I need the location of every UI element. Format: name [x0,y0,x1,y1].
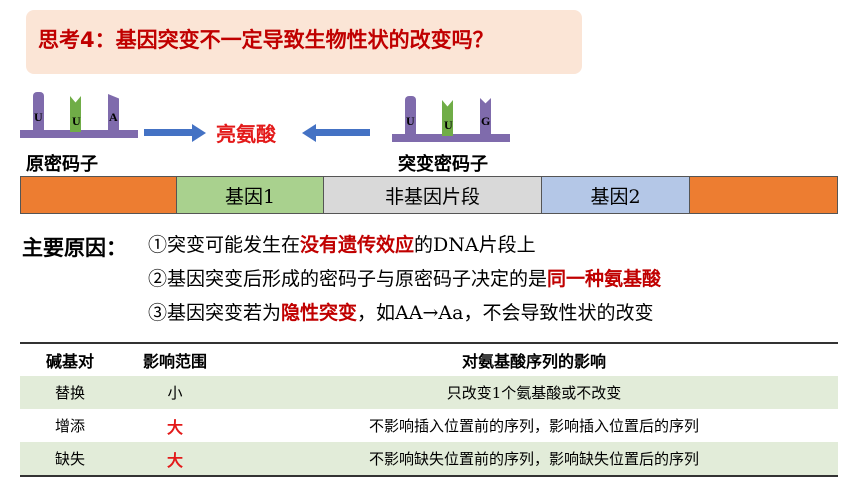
dna-segment-flank-right [689,176,838,214]
tooth-2 [442,100,453,136]
dna-segment-flank-left [20,176,177,214]
table-row: 增添 大 不影响插入位置前的序列，影响插入位置后的序列 [20,409,838,442]
table-row: 替换 小 只改变1个氨基酸或不改变 [20,376,838,409]
reasons-heading: 主要原因： [22,236,127,260]
left-arrow-icon [302,124,316,142]
comb-base [392,134,510,142]
header-cell: 影响范围 [142,352,207,371]
question-title: 思考4：基因突变不一定导致生物性状的改变吗？ [38,28,494,52]
effect-range: 大 [166,417,183,437]
reason-highlight: 隐性突变 [281,302,358,324]
effect-range: 大 [166,450,183,470]
mutation-type: 缺失 [54,450,85,468]
amino-acid-label: 亮氨酸 [216,122,276,146]
dna-segment-noncoding: 非基因片段 [323,176,542,214]
base-letter: U [72,114,81,128]
table-header-row: 碱基对 影响范围 对氨基酸序列的影响 [20,342,838,378]
reason-2: ②基因突变后形成的密码子与原密码子决定的是同一种氨基酸 [148,264,661,291]
tooth-3 [480,98,491,136]
base-letter: U [34,110,43,124]
tooth-1 [33,92,44,132]
sequence-effect: 不影响缺失位置前的序列，影响缺失位置后的序列 [368,450,699,468]
reason-text: ③基因突变若为 [148,302,282,324]
effect-range: 小 [167,384,183,402]
mutation-type: 增添 [54,417,85,435]
base-letter: A [109,110,118,124]
right-arrow-icon [192,124,206,142]
dna-segment-gene2: 基因2 [541,176,690,214]
dna-segment-gene1: 基因1 [176,176,324,214]
tooth-3 [108,94,119,132]
reason-text: ①突变可能发生在 [148,234,301,256]
left-arrow-shaft [316,129,370,136]
right-arrow-shaft [144,129,194,136]
reason-text: 的DNA片段上 [414,234,536,256]
tooth-2 [70,96,81,132]
header-cell: 对氨基酸序列的影响 [461,352,606,371]
question-banner [26,10,582,74]
table-row: 缺失 大 不影响缺失位置前的序列，影响缺失位置后的序列 [20,442,838,477]
reason-3: ③基因突变若为隐性突变，如AA→Aa，不会导致性状的改变 [148,298,653,325]
reason-1: ①突变可能发生在没有遗传效应的DNA片段上 [148,230,536,257]
base-letter: G [481,114,491,128]
mutant-codon-caption: 突变密码子 [398,154,488,175]
mutant-codon-diagram: U U G [392,96,510,148]
reason-highlight: 同一种氨基酸 [547,268,662,290]
sequence-effect: 不影响插入位置前的序列，影响插入位置后的序列 [368,417,699,435]
mutation-type: 替换 [54,384,85,402]
comb-base [20,130,138,138]
original-codon-diagram: U U A [20,92,138,144]
reason-highlight: 没有遗传效应 [300,234,415,256]
original-codon-caption: 原密码子 [26,154,98,175]
tooth-1 [405,96,416,136]
sequence-effect: 只改变1个氨基酸或不改变 [446,384,622,402]
header-cell: 碱基对 [45,352,94,371]
reason-text: ②基因突变后形成的密码子与原密码子决定的是 [148,268,548,290]
base-letter: U [406,114,415,128]
base-letter: U [444,118,453,132]
reason-text: ，如AA→Aa，不会导致性状的改变 [357,302,654,324]
